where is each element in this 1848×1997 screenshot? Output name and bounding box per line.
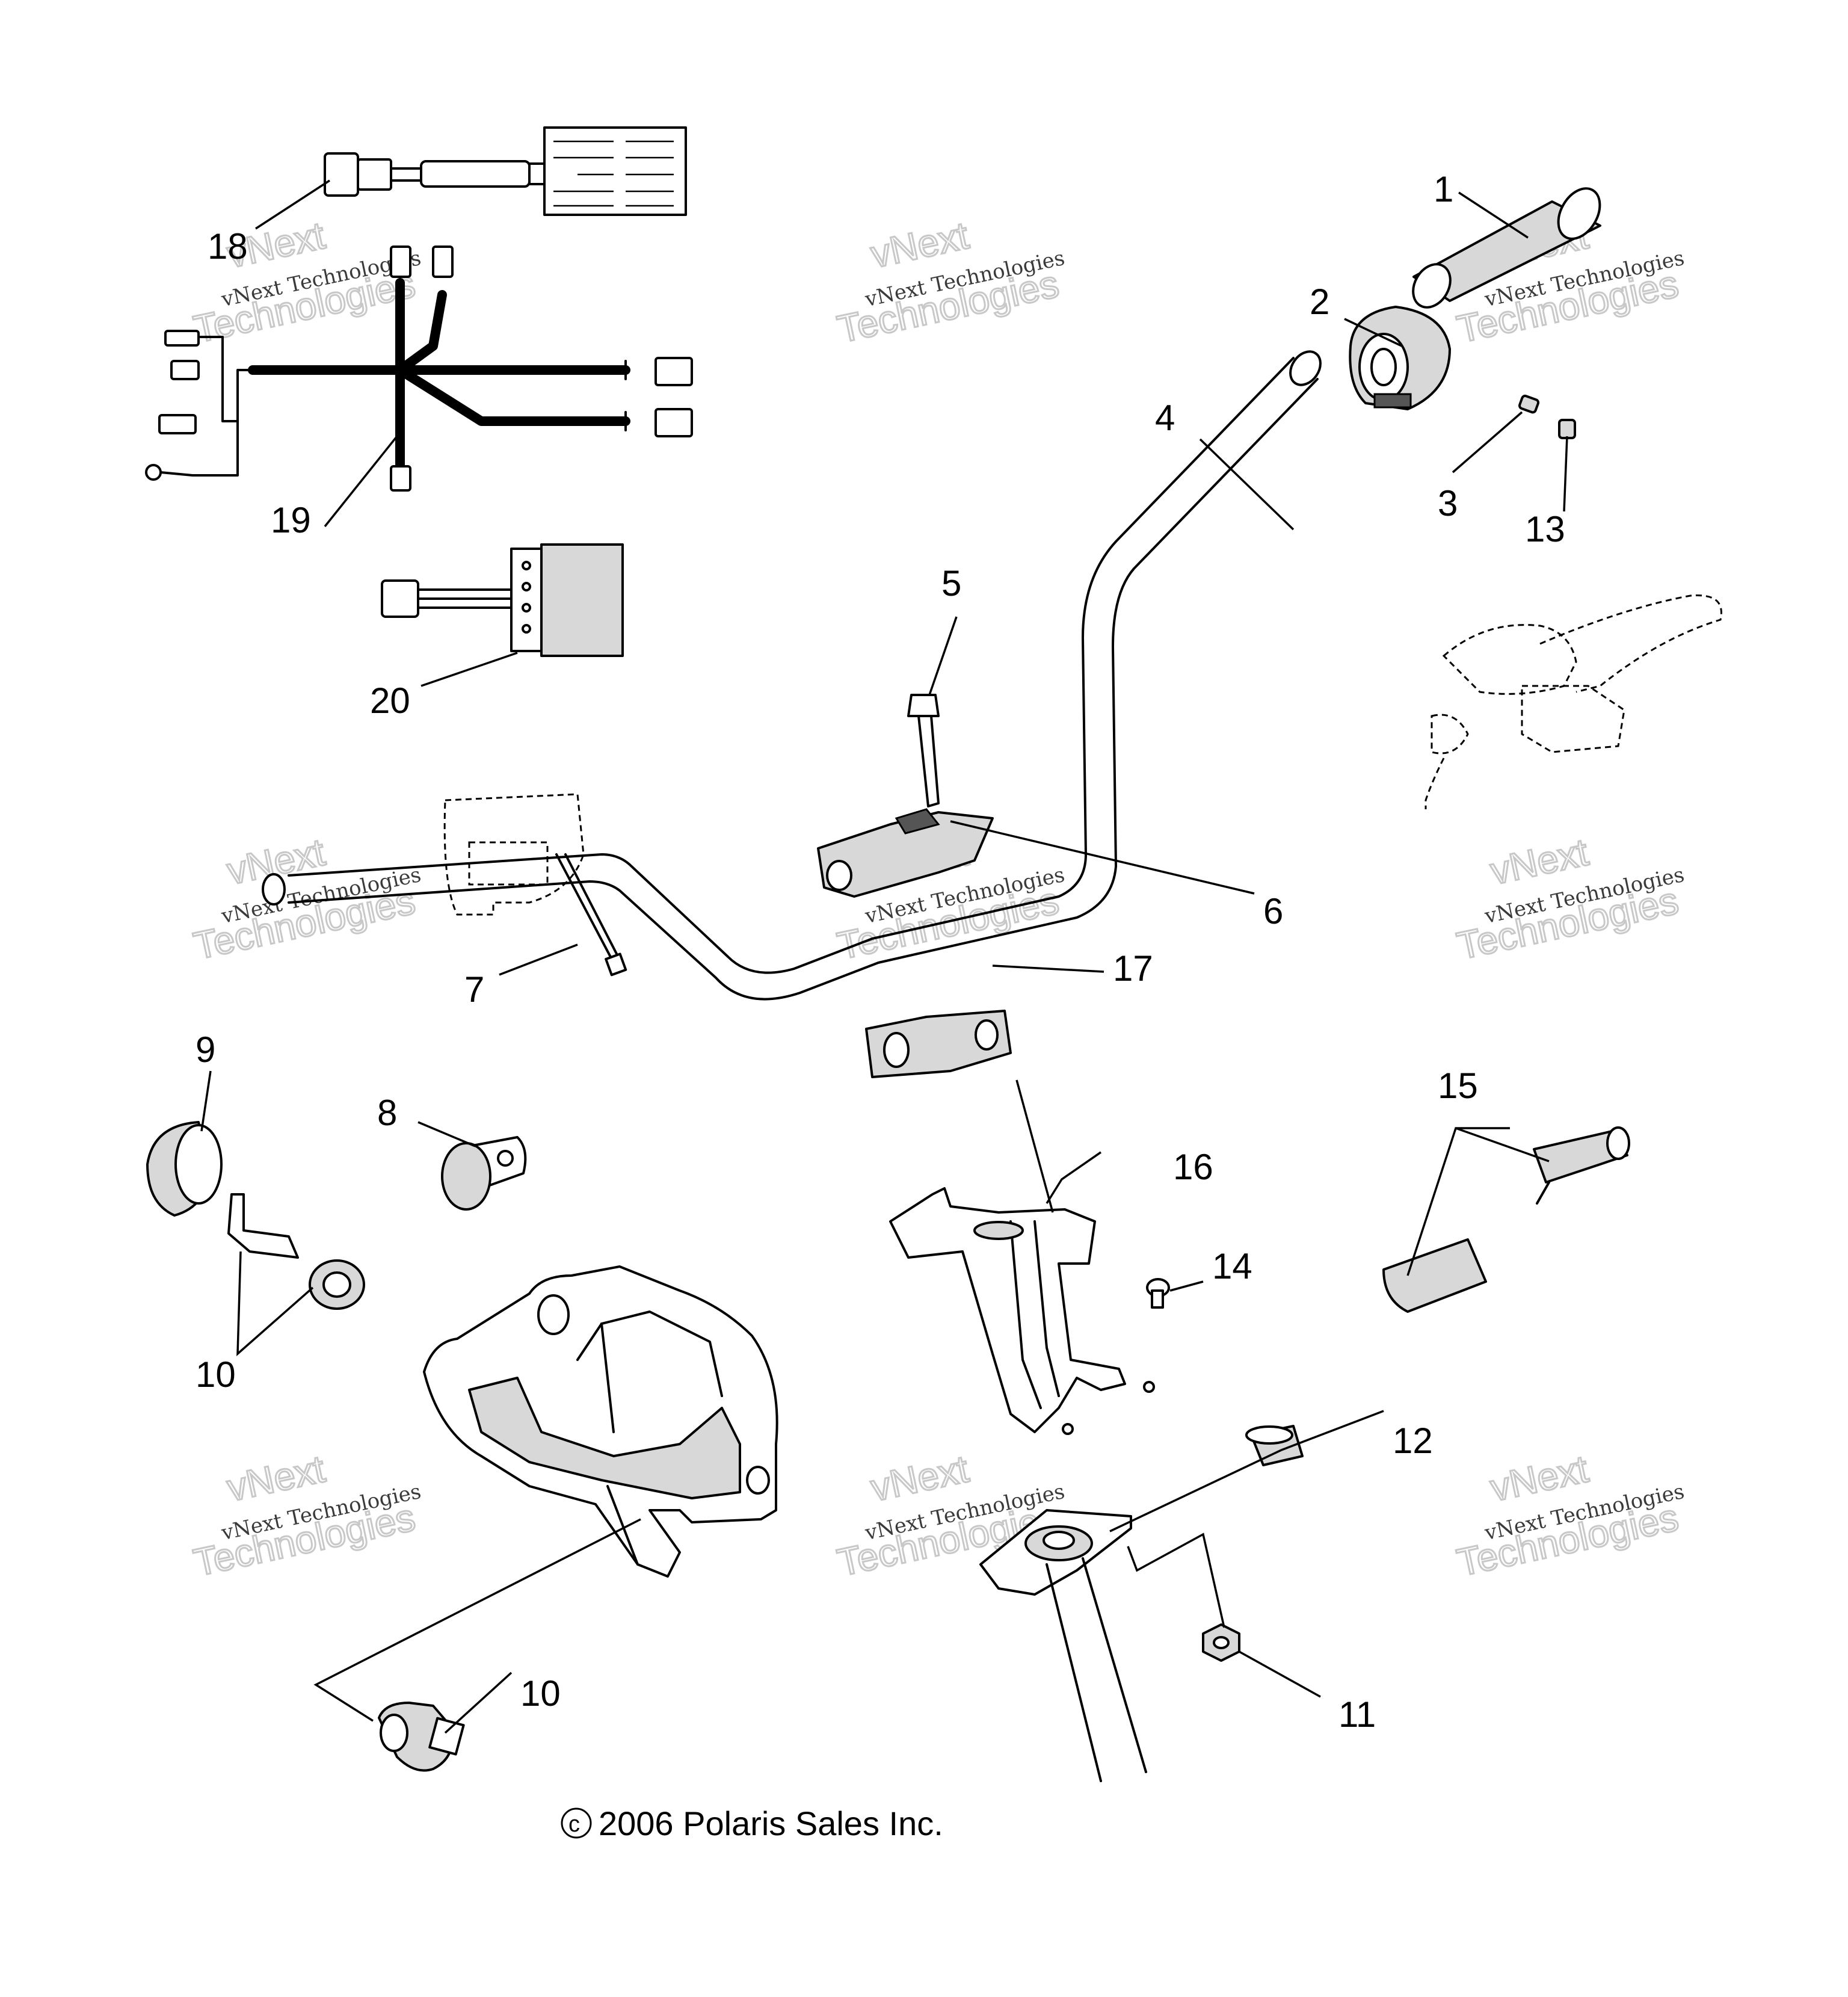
watermark: vNext vNext Technologies Technologies xyxy=(1452,829,1686,969)
callout-4: 4 xyxy=(1155,398,1175,438)
callout-11: 11 xyxy=(1338,1694,1376,1735)
callout-labels: 1 2 3 4 5 6 7 8 9 10 10 11 12 13 14 15 1… xyxy=(196,169,1565,1735)
watermark-line1: vNext xyxy=(223,1447,328,1510)
leader-lines xyxy=(200,179,1568,1734)
callout-19: 19 xyxy=(271,500,311,540)
callout-20: 20 xyxy=(370,681,410,721)
part-10-switch-lower xyxy=(378,1702,465,1772)
part-11-nut xyxy=(1202,1623,1240,1662)
callout-7: 7 xyxy=(464,969,484,1010)
part-4-handlebar xyxy=(262,350,1322,1001)
watermark-line1: vNext xyxy=(867,214,972,276)
callout-2: 2 xyxy=(1310,282,1329,322)
part-16-bracket xyxy=(889,1187,1155,1435)
part-7-cable xyxy=(555,853,627,977)
callout-15: 15 xyxy=(1438,1066,1478,1106)
part-13-screw xyxy=(1558,419,1576,439)
ghost-left-control xyxy=(443,793,585,916)
part-15-sleeve xyxy=(1382,1126,1630,1313)
part-1-grip xyxy=(1412,187,1601,309)
copyright-notice: c 2006 Polaris Sales Inc. xyxy=(561,1804,943,1842)
watermark: vNext vNext Technologies Technologies xyxy=(189,1446,423,1585)
part-12-bushing xyxy=(1245,1425,1304,1466)
callout-12: 12 xyxy=(1393,1421,1433,1461)
callout-10-upper: 10 xyxy=(196,1354,236,1395)
watermark-line1: vNext xyxy=(867,1447,972,1510)
callout-8: 8 xyxy=(377,1093,397,1133)
part-10-switch-upper xyxy=(227,1193,365,1310)
callout-14: 14 xyxy=(1212,1246,1252,1286)
part-8-grommet xyxy=(441,1136,527,1211)
callout-10-lower: 10 xyxy=(520,1673,561,1714)
part-18-harness-plug xyxy=(324,126,687,216)
callout-9: 9 xyxy=(196,1029,215,1070)
part-19-wiring-harness xyxy=(145,245,693,492)
ghost-brake-lever xyxy=(1424,594,1722,809)
part-2-throttle-housing xyxy=(1349,306,1451,410)
watermark: vNext vNext Technologies Technologies xyxy=(1452,1446,1686,1585)
dash-pod-housing xyxy=(423,1265,778,1578)
part-5-bolt xyxy=(907,694,940,807)
part-17-lower-clamp xyxy=(865,1010,1012,1078)
steering-post xyxy=(979,1509,1147,1782)
watermark-line1: vNext xyxy=(1486,1447,1592,1510)
callout-18: 18 xyxy=(208,226,248,267)
callout-13: 13 xyxy=(1525,509,1565,549)
callout-1: 1 xyxy=(1434,169,1453,209)
part-20-module xyxy=(381,543,624,657)
copyright-symbol: c xyxy=(568,1812,580,1837)
part-14-screw xyxy=(1146,1278,1170,1309)
callout-6: 6 xyxy=(1263,891,1283,931)
callout-5: 5 xyxy=(941,563,961,603)
callout-16: 16 xyxy=(1173,1147,1213,1187)
copyright-text: 2006 Polaris Sales Inc. xyxy=(599,1804,943,1842)
watermark: vNext vNext Technologies Technologies xyxy=(189,829,423,969)
callout-17: 17 xyxy=(1113,948,1153,989)
part-6-upper-clamp xyxy=(817,808,994,898)
part-9-cup xyxy=(146,1121,223,1217)
watermark: vNext vNext Technologies Technologies xyxy=(833,212,1067,352)
watermark-line1: vNext xyxy=(1486,830,1592,893)
callout-3: 3 xyxy=(1438,483,1458,523)
part-3-screw xyxy=(1518,394,1540,414)
